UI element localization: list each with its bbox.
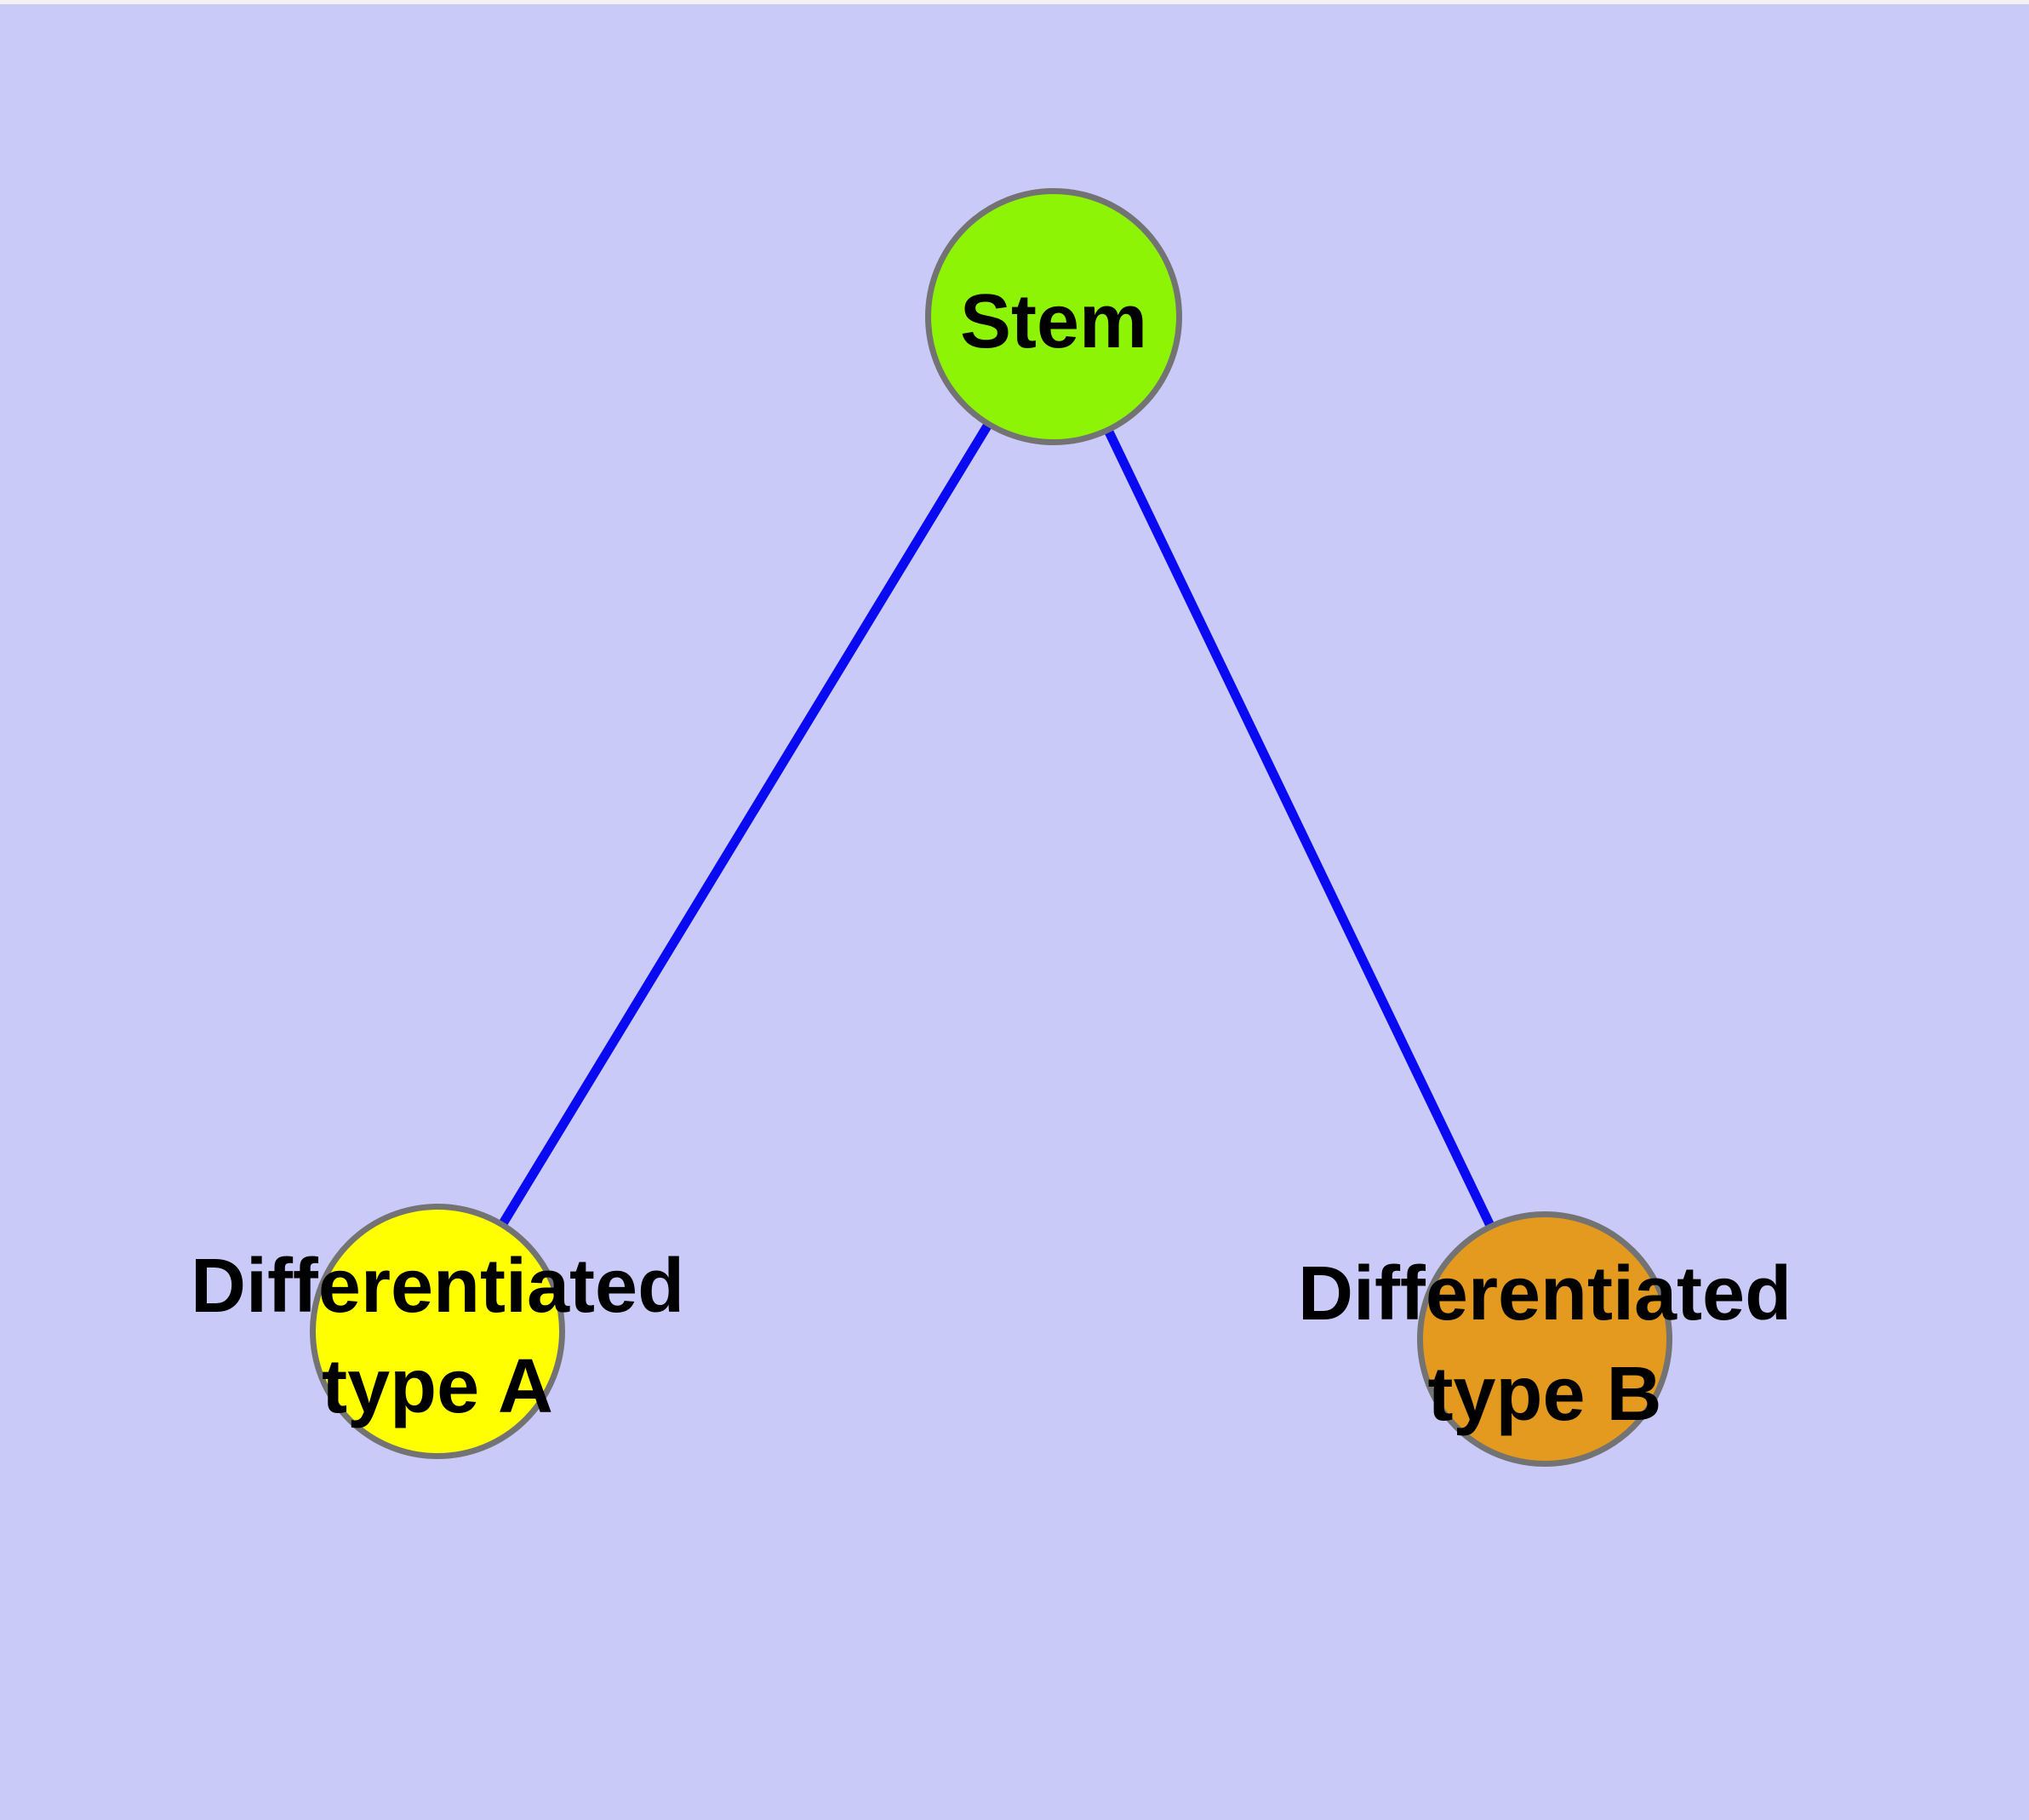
edge-stem-to-type-a (433, 314, 1058, 1334)
differentiated-type-b-label: Differentiated type B (1298, 1244, 1792, 1445)
type-b-label-line2: type B (1427, 1352, 1662, 1437)
type-b-label-line1: Differentiated (1297, 1251, 1792, 1336)
differentiated-type-a-node[interactable] (310, 1204, 565, 1459)
stem-label-text: Stem (959, 279, 1148, 364)
stem-node[interactable] (925, 188, 1182, 445)
top-window-edge (0, 0, 2029, 4)
stem-label: Stem (960, 272, 1147, 372)
differentiated-type-b-node[interactable] (1417, 1211, 1672, 1467)
type-a-label-line2: type A (322, 1344, 553, 1429)
type-a-label-line1: Differentiated (190, 1244, 685, 1329)
edge-stem-to-type-b (1049, 314, 1549, 1342)
differentiated-type-a-label: Differentiated type A (191, 1236, 684, 1437)
